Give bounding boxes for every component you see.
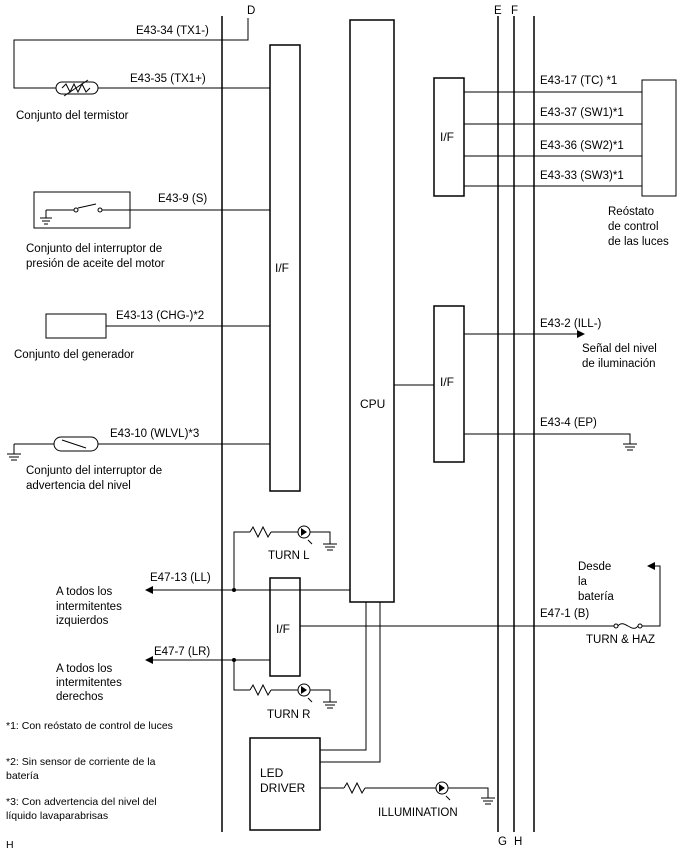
right-flashers-label-2: intermitentes: [56, 677, 122, 689]
fuse-icon: [613, 623, 643, 629]
if-main-block: [269, 44, 301, 492]
wire-battery: [642, 562, 661, 627]
bus-label-h: H: [514, 836, 522, 848]
rheostat-label-1: Reóstato: [608, 206, 654, 218]
terminal-wlvl: E43-10 (WLVL)*3: [110, 428, 199, 440]
led-icon: [297, 525, 313, 545]
if-bottom-block: [269, 577, 301, 677]
led-driver-label-1: LED: [260, 766, 284, 780]
fuse-label: TURN & HAZ: [586, 634, 655, 646]
if-bottom-label: I/F: [276, 622, 290, 636]
terminal-tc: E43-17 (TC) *1: [540, 75, 617, 87]
terminal-b: E47-1 (B): [540, 608, 589, 620]
if-top-block: [433, 77, 465, 197]
washer-switch-label-1: Conjunto del interruptor de: [26, 465, 162, 477]
ground-icon: [323, 543, 337, 551]
wire-turn-l: [233, 531, 250, 590]
corner-tag: H: [6, 839, 14, 851]
if-mid-block: [433, 305, 465, 463]
terminal-sw2: E43-36 (SW2)*1: [540, 140, 624, 152]
oil-switch-label-2: presión de aceite del motor: [26, 258, 165, 270]
note-2a: *2: Sin sensor de corriente de la: [6, 756, 156, 768]
ground-icon: [7, 444, 21, 461]
note-1: *1: Con reóstato de control de luces: [6, 720, 173, 732]
terminal-chg: E43-13 (CHG-)*2: [116, 310, 204, 322]
illumination-label: ILLUMINATION: [378, 807, 458, 819]
terminal-ill: E43-2 (ILL-): [540, 318, 602, 330]
led-icon: [297, 683, 313, 703]
terminal-sw1: E43-37 (SW1)*1: [540, 107, 624, 119]
if-main-label: I/F: [275, 261, 289, 275]
if-mid-label: I/F: [440, 375, 454, 389]
cpu-label: CPU: [360, 397, 385, 411]
bus-label-g: G: [498, 836, 507, 848]
terminal-sw3: E43-33 (SW3)*1: [540, 170, 624, 182]
illum-signal-label-1: Señal del nivel: [582, 343, 657, 355]
oil-switch-label-1: Conjunto del interruptor de: [26, 243, 162, 255]
terminal-ll: E47-13 (LL): [150, 572, 211, 584]
washer-switch-icon: [53, 436, 99, 452]
wire-cpu-led-driver-1: [320, 602, 367, 751]
bus-label-e: E: [494, 5, 502, 17]
wire-tx1-minus: [13, 18, 249, 89]
thermistor-label: Conjunto del termistor: [16, 110, 129, 122]
wire-illumination-ground: [448, 787, 489, 798]
rheostat-box: [641, 79, 677, 197]
wire-cpu-led-driver-2: [320, 602, 381, 763]
bus-label-d: D: [247, 5, 255, 17]
resistor-icon: [249, 683, 272, 697]
terminal-tx1-minus: E43-34 (TX1-): [136, 25, 209, 37]
illum-signal-label-2: de iluminación: [582, 358, 656, 370]
bus-label-f: F: [511, 5, 518, 17]
resistor-icon: [249, 525, 272, 539]
wire-ep: [464, 433, 631, 444]
wire-turn-l-ground: [310, 531, 331, 544]
right-flashers-label-3: derechos: [56, 691, 104, 703]
terminal-ep: E43-4 (EP): [540, 417, 597, 429]
battery-label-1: Desde: [578, 561, 611, 573]
battery-label-3: batería: [578, 591, 614, 603]
turn-r-label: TURN R: [267, 709, 310, 721]
terminal-tx1-plus: E43-35 (TX1+): [130, 73, 206, 85]
terminal-lr: E47-7 (LR): [154, 646, 210, 658]
led-driver-block: [249, 737, 321, 831]
left-flashers-label-1: A todos los: [56, 586, 113, 598]
junction-dot: [232, 588, 236, 592]
wire-turn-r-ground: [310, 689, 331, 702]
if-top-label: I/F: [440, 130, 454, 144]
rheostat-label-3: de las luces: [608, 236, 669, 248]
generator-box: [45, 313, 107, 339]
turn-l-label: TURN L: [268, 550, 310, 562]
left-flashers-label-2: intermitentes: [56, 601, 122, 613]
note-2b: batería: [6, 770, 39, 782]
washer-switch-label-2: advertencia del nivel: [26, 480, 131, 492]
right-flashers-label-1: A todos los: [56, 663, 113, 675]
led-icon: [435, 781, 451, 801]
note-3a: *3: Con advertencia del nivel del: [6, 796, 157, 808]
left-flashers-label-3: izquierdos: [56, 615, 109, 627]
cpu-block: [349, 19, 395, 603]
battery-label-2: la: [578, 576, 588, 588]
resistor-icon: [343, 781, 366, 795]
ground-icon: [323, 701, 337, 709]
terminal-s: E43-9 (S): [158, 193, 207, 205]
ground-icon: [623, 443, 637, 451]
rheostat-label-2: de control: [608, 221, 659, 233]
generator-label: Conjunto del generador: [14, 349, 134, 361]
ground-icon: [481, 797, 495, 805]
thermistor-icon: [55, 79, 99, 97]
oil-switch-icon: [40, 203, 130, 225]
led-driver-label-2: DRIVER: [260, 781, 306, 795]
wire-turn-r: [233, 660, 250, 691]
note-3b: líquido lavaparabrisas: [6, 810, 108, 822]
